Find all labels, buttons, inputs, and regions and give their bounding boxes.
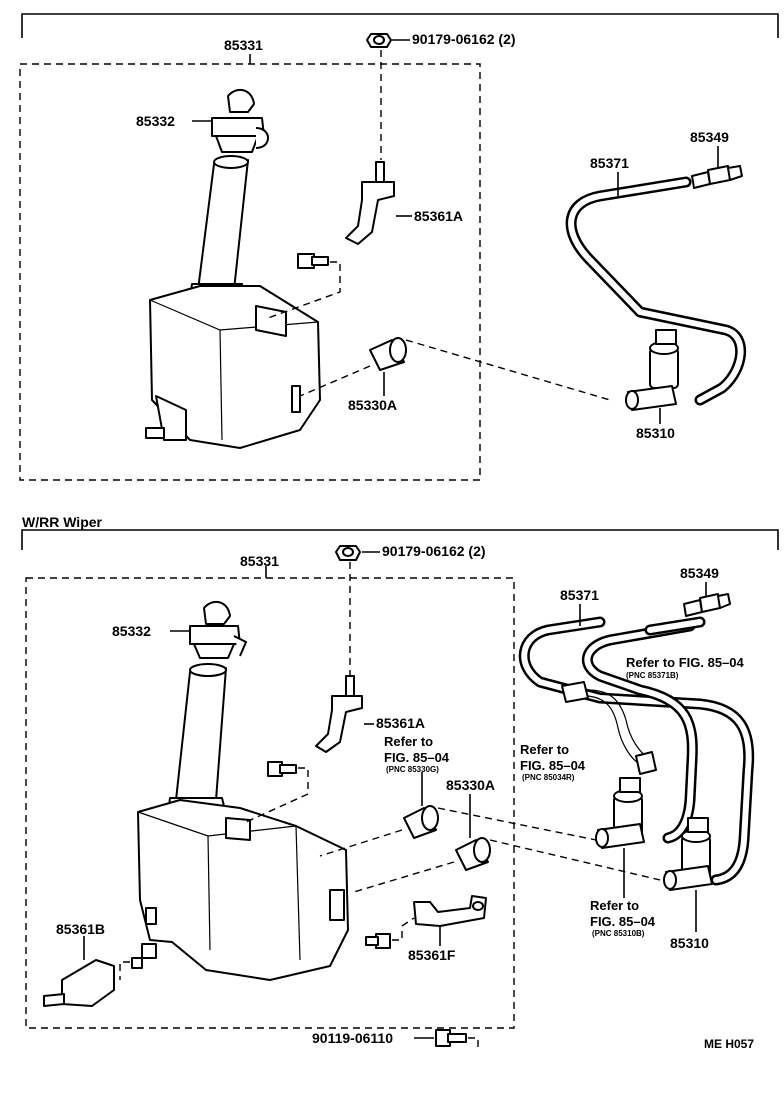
- top-label-cap: 85332: [136, 113, 175, 129]
- top-label-nut: 90179-06162 (2): [412, 31, 516, 47]
- bottom-bolt-b-icon: [131, 943, 157, 969]
- bottom-bracket-a-icon: [315, 675, 363, 753]
- bottom-grommet-ref-line2: FIG. 85–04: [384, 750, 450, 765]
- bottom-label-bolt: 90119-06110: [312, 1030, 393, 1046]
- bottom-label-joint: 85349: [680, 565, 719, 581]
- bottom-bolt-f-icon: [365, 933, 391, 949]
- bottom-bracket-f-icon: [413, 895, 487, 927]
- bottom-nut-icon: [335, 545, 361, 561]
- top-section: 85331 85332 90179-06162 (2) 85361A 85330…: [19, 13, 779, 481]
- bottom-section-title: W/RR Wiper: [22, 514, 103, 530]
- bottom-connector-ref-line1: Refer to: [520, 742, 569, 757]
- bottom-joint-icon: [683, 593, 731, 617]
- bottom-tank-assembly-box: [25, 577, 515, 1029]
- bottom-connector-icon: [561, 681, 657, 775]
- bottom-label-motor: 85310: [670, 935, 709, 951]
- bottom-connector-ref-line2: FIG. 85–04: [520, 758, 586, 773]
- top-label-grommet: 85330A: [348, 397, 397, 413]
- bottom-motor-ref-line2: FIG. 85–04: [590, 914, 656, 929]
- bottom-section-bracket: [21, 529, 779, 550]
- top-hose-icon: [565, 176, 746, 406]
- bottom-motor-icon: [663, 817, 713, 891]
- bottom-label-cap: 85332: [112, 623, 151, 639]
- bottom-section: W/RR Wiper: [21, 514, 779, 1050]
- bottom-bolt-main-icon: [435, 1029, 467, 1047]
- top-nut-icon: [366, 33, 392, 48]
- top-bolt-icon: [297, 253, 329, 269]
- bottom-label-bracket-b: 85361B: [56, 921, 105, 937]
- bottom-hose-ref: Refer to FIG. 85–04: [626, 655, 745, 670]
- bottom-grommet-ref-line1: Refer to: [384, 734, 433, 749]
- bottom-motor-ref-line1: Refer to: [590, 898, 639, 913]
- top-label-motor: 85310: [636, 425, 675, 441]
- top-motor-icon: [625, 329, 679, 411]
- top-cap-icon: [211, 88, 269, 153]
- top-section-bracket: [21, 13, 779, 38]
- top-tank-icon: [145, 155, 321, 449]
- top-bracket-icon: [345, 161, 395, 245]
- top-grommet-icon: [369, 337, 407, 371]
- top-label-tank: 85331: [224, 37, 263, 53]
- bottom-grommet-ref-pnc: (PNC 85330G): [386, 765, 439, 774]
- bottom-label-bracket-f: 85361F: [408, 947, 456, 963]
- bottom-grommet-icon: [455, 837, 491, 871]
- bottom-label-bracket-a: 85361A: [376, 715, 425, 731]
- bottom-label-grommet: 85330A: [446, 777, 495, 793]
- top-label-joint: 85349: [690, 129, 729, 145]
- bottom-hose-ref-pnc: (PNC 85371B): [626, 671, 679, 680]
- bottom-grommet-ref-icon: [403, 805, 439, 839]
- drawing-code: ME H057: [704, 1037, 754, 1051]
- bottom-label-hose: 85371: [560, 587, 599, 603]
- bottom-cap-icon: [189, 600, 247, 659]
- bottom-label-tank: 85331: [240, 553, 279, 569]
- top-label-bracket: 85361A: [414, 208, 463, 224]
- bottom-hose-icon: [518, 616, 755, 886]
- bottom-bolt-a-icon: [267, 761, 297, 777]
- bottom-motor-ref-icon: [595, 777, 645, 849]
- bottom-connector-ref-pnc: (PNC 85034R): [522, 773, 575, 782]
- bottom-bracket-b-icon: [43, 959, 115, 1007]
- top-joint-icon: [691, 165, 743, 189]
- top-label-hose: 85371: [590, 155, 629, 171]
- bottom-tank-icon: [137, 663, 349, 981]
- bottom-motor-ref-pnc: (PNC 85310B): [592, 929, 645, 938]
- bottom-label-nut: 90179-06162 (2): [382, 543, 486, 559]
